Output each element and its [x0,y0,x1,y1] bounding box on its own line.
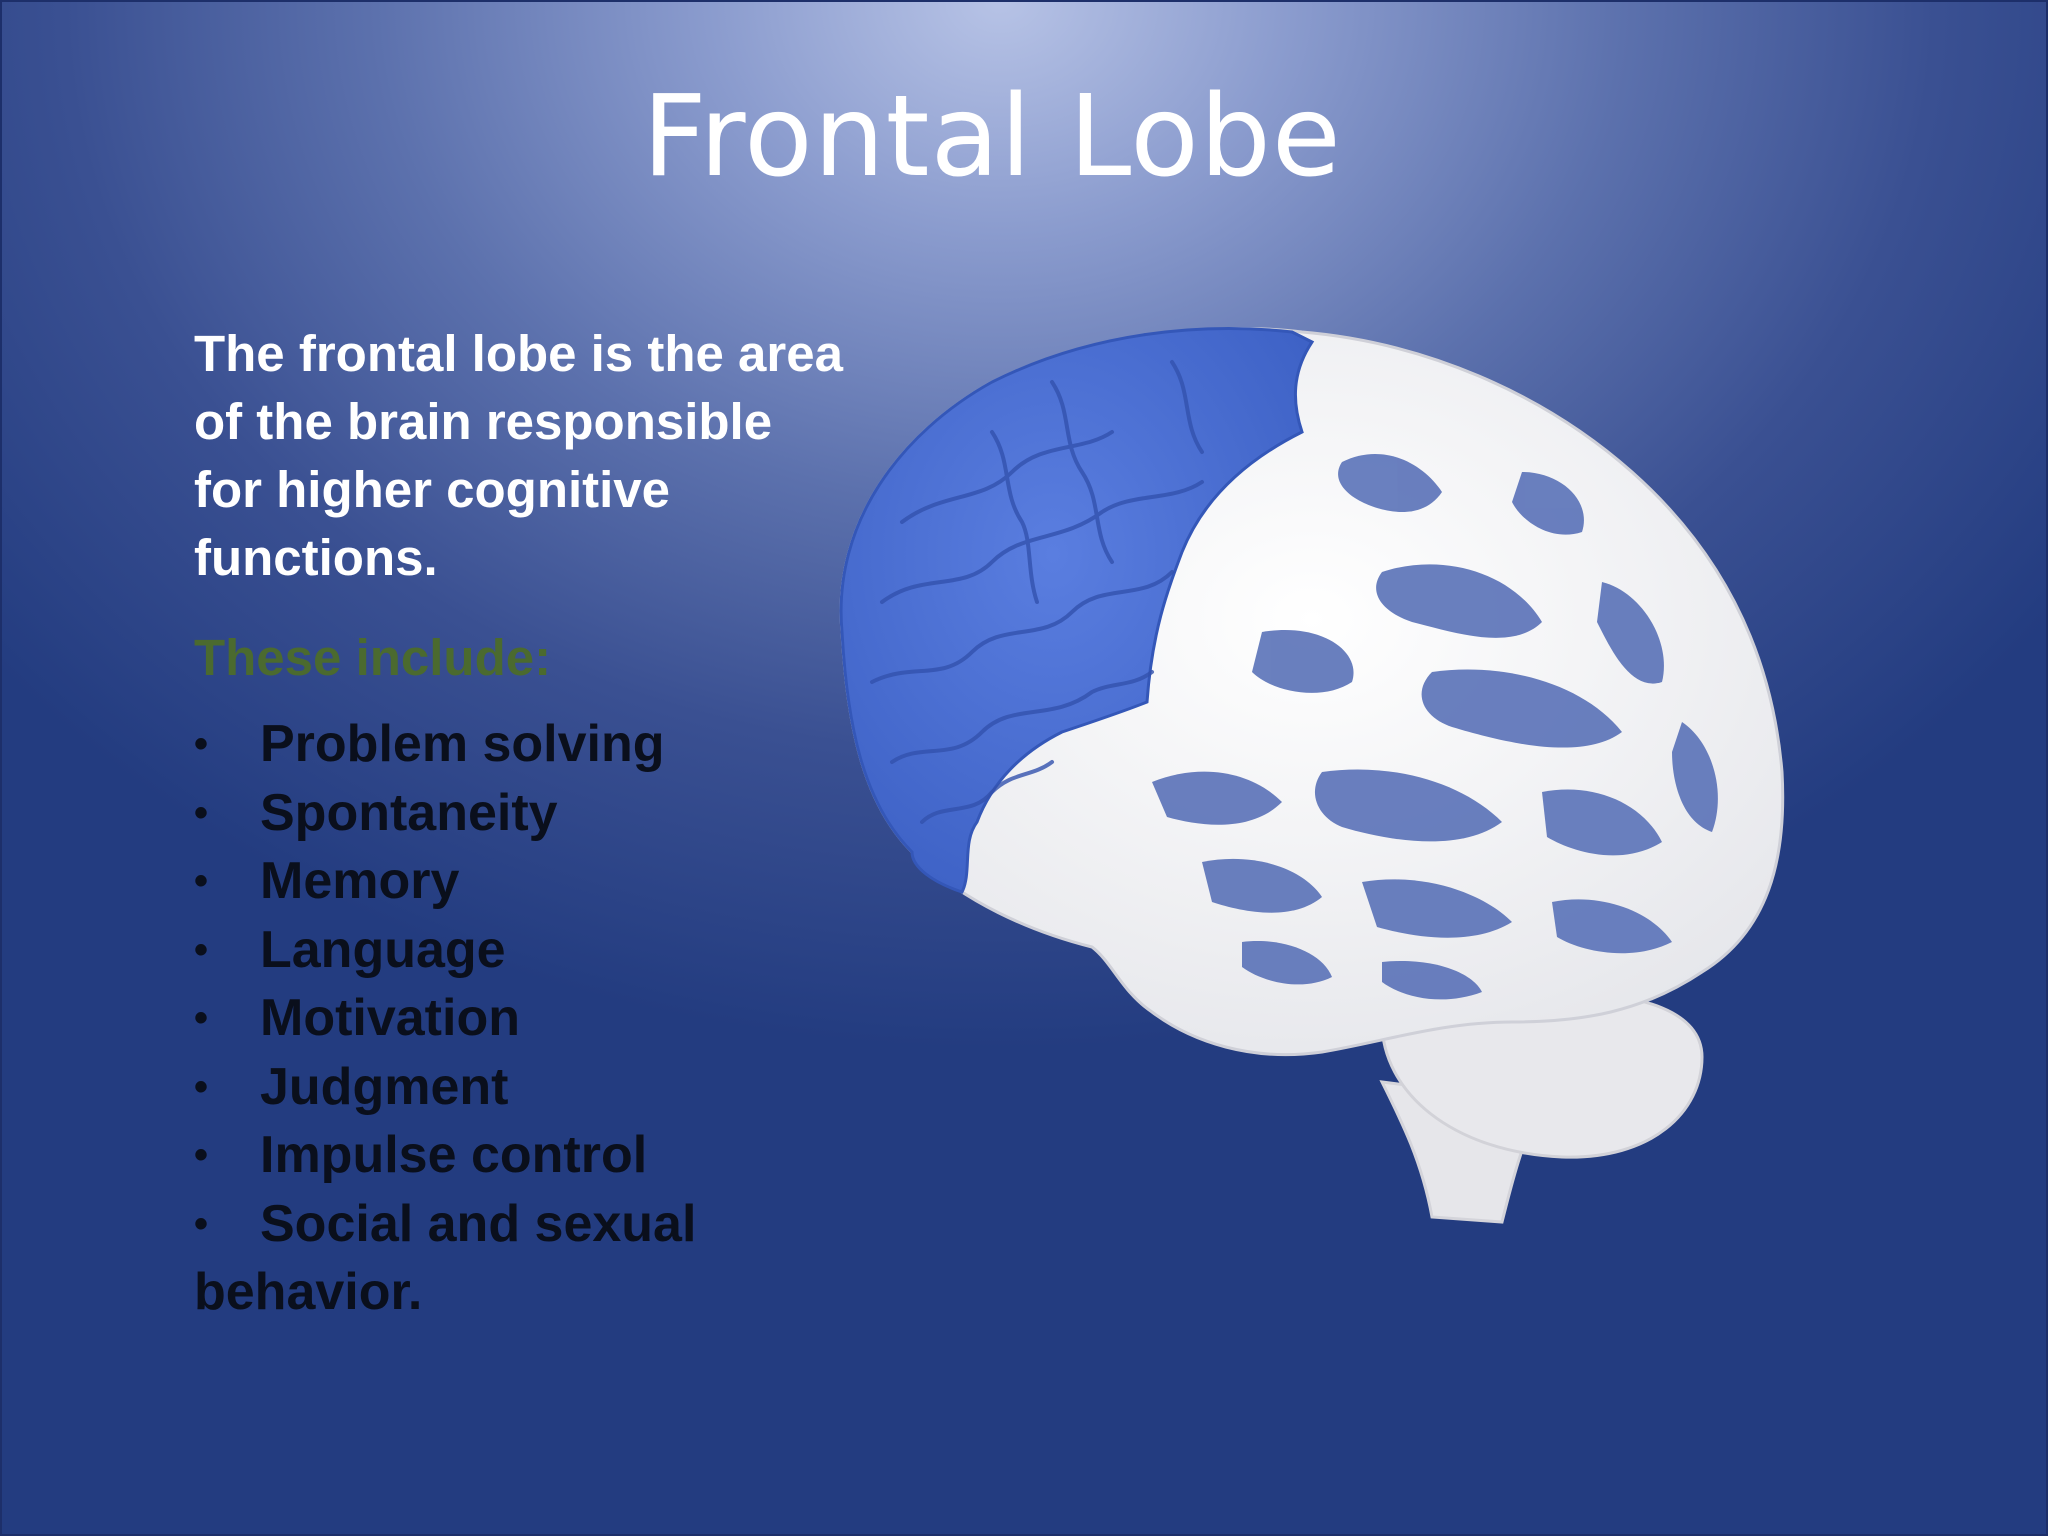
text-content: The frontal lobe is the area of the brai… [194,320,854,1327]
list-item: • Spontaneity [194,779,854,848]
list-item-label: Social and sexual behavior. [194,1194,697,1322]
list-item-label: Memory [260,852,460,910]
list-item: • Motivation [194,984,854,1053]
list-item-label: Judgment [260,1057,509,1116]
bullet-icon: • [194,859,209,903]
bullet-icon: • [194,1133,209,1177]
list-item-label: Language [260,920,506,979]
bullet-icon: • [194,790,209,835]
bullet-icon: • [194,996,209,1040]
list-item-label: Spontaneity [260,783,558,842]
bullet-icon: • [194,1201,209,1246]
frontal-gyri-folds [870,360,1204,824]
bullet-icon: • [194,927,209,972]
intro-paragraph: The frontal lobe is the area of the brai… [194,325,843,586]
bullet-icon: • [194,1064,209,1109]
brain-lateral-view-icon [839,327,1785,1224]
list-item: • Impulse control [194,1121,854,1190]
list-item: • Memory [194,847,854,916]
list-heading: These include: [194,629,552,686]
list-item: • Problem solving [194,710,854,779]
bullet-icon: • [194,722,209,766]
list-item: • Language [194,916,854,985]
list-item: • Judgment [194,1053,854,1122]
list-item: •Social and sexual behavior. [194,1190,854,1327]
list-item-label: Motivation [260,989,520,1047]
list-item-label: Impulse control [260,1126,648,1184]
list-item-label: Problem solving [260,715,665,773]
cortex-gyri-pattern [1152,453,1718,1000]
function-list: • Problem solving • Spontaneity • Memory • L… [194,710,854,1327]
slide-title: Frontal Lobe [642,72,1342,202]
